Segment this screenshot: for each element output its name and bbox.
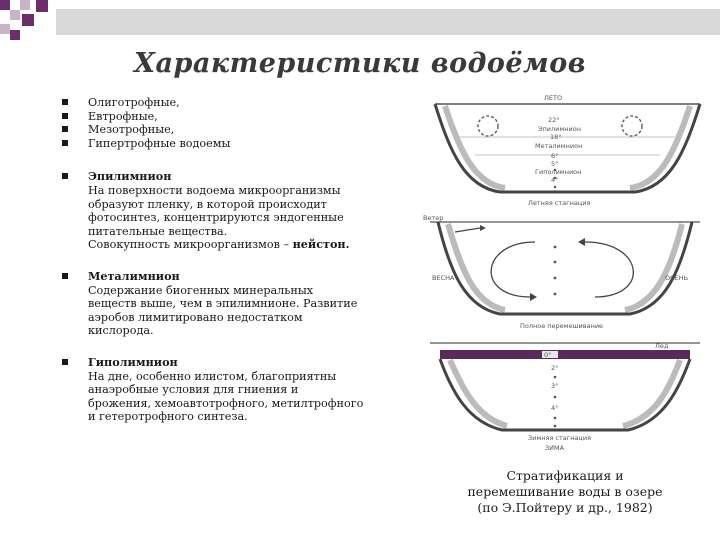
panel-caption: Летняя стагнация [528, 199, 590, 207]
corner-square [0, 0, 10, 10]
mixing-panel: Ветер ВЕСНА ОСЕНЬ Полное перемешивание [423, 214, 700, 330]
temperature-label: 4° [551, 404, 558, 412]
temperature-label: 3° [551, 382, 558, 390]
corner-square [22, 14, 34, 26]
text-line: На поверхности водоема микроорганизмы [88, 183, 341, 197]
bullet-item: Металимнион Содержание биогенных минерал… [60, 268, 405, 338]
figure-caption: Стратификация и перемешивание воды в озе… [440, 468, 690, 516]
bullet-square-icon [62, 272, 68, 279]
corner-square [10, 30, 20, 40]
wind-label: Ветер [423, 214, 443, 222]
summer-panel: ЛЕТО 22° Эпилимнион 18° Металимнион 6° 5… [433, 94, 702, 207]
bullet-square-icon [62, 140, 68, 146]
panel-caption: Полное перемешивание [520, 322, 603, 330]
section-heading: Эпилимнион [88, 169, 172, 184]
temperature-label: 0° [544, 351, 551, 359]
lake-stratification-diagram: ЛЕТО 22° Эпилимнион 18° Металимнион 6° 5… [423, 94, 702, 452]
temperature-label: 4° [551, 176, 558, 184]
temperature-label: 22° [548, 116, 560, 124]
bullet-list: Олиготрофные, Евтрофные, Мезотрофные, Ги… [60, 96, 405, 424]
season-label: ЗИМА [545, 444, 565, 452]
header-bar [56, 9, 720, 35]
bullet-square-icon [62, 173, 68, 180]
text-line: Совокупность микроорганизмов – нейстон. [88, 237, 350, 252]
bullet-square-icon [62, 113, 68, 119]
temperature-label: 2° [551, 364, 558, 372]
section-heading: Металимнион [88, 268, 180, 283]
ice-layer [440, 350, 690, 359]
corner-square [10, 10, 20, 20]
text-line: кислорода. [88, 324, 154, 338]
text-line: и гетеротрофного синтеза. [88, 410, 248, 424]
text-line: Мезотрофные, [88, 123, 175, 137]
bullet-square-icon [62, 126, 68, 132]
text-line: анаэробные условия для гниения и [88, 383, 299, 397]
ice-label: Лед [655, 342, 669, 350]
text-line: веществ выше, чем в эпилимнионе. Развити… [88, 297, 358, 311]
caption-line: Стратификация и [506, 468, 624, 483]
temperature-label: 5° [551, 160, 558, 168]
text-line: На дне, особенно илистом, благоприятны [88, 369, 337, 383]
corner-square [0, 24, 10, 34]
bullet-square-icon [62, 358, 68, 365]
text-line: Содержание биогенных минеральных [88, 283, 314, 297]
bullet-item: Гиполимнион На дне, особенно илистом, бл… [60, 354, 405, 424]
season-label: ОСЕНЬ [665, 274, 688, 282]
season-label: ВЕСНА [432, 274, 455, 282]
bullet-item: Эпилимнион На поверхности водоема микроо… [60, 170, 405, 252]
caption-line: перемешивание воды в озере [467, 484, 663, 499]
neuston-term: нейстон. [292, 237, 350, 252]
bullet-item: Олиготрофные, Евтрофные, Мезотрофные, Ги… [60, 96, 405, 150]
corner-square [36, 0, 48, 12]
text-line: питательные вещества. [88, 224, 228, 238]
text-line: Олиготрофные, [88, 96, 180, 109]
layer-label: Металимнион [535, 142, 582, 150]
text-line: брожения, хемоавтотрофного, метилтрофног… [88, 396, 364, 410]
text-line: аэробов лимитировано недостатком [88, 310, 303, 324]
temperature-label: 18° [550, 133, 562, 141]
caption-line: (по Э.Пойтеру и др., 1982) [477, 500, 653, 515]
text-line: Евтрофные, [88, 109, 158, 123]
layer-label: Эпилимнион [538, 125, 581, 133]
text-line: фотосинтез, концентрируются эндогенные [88, 211, 344, 225]
slide-title: Характеристики водоёмов [134, 48, 586, 79]
temperature-label: 6° [551, 152, 558, 160]
layer-label: Гиполимнион [535, 168, 581, 176]
text-line: Гипертрофные водоемы [88, 136, 231, 150]
panel-caption: Зимняя стагнация [528, 434, 591, 442]
winter-panel: 0° Лед 2° 3° 4° Зимняя стагнация ЗИМА [430, 342, 700, 452]
season-label: ЛЕТО [544, 94, 562, 102]
corner-square [20, 0, 30, 10]
section-heading: Гиполимнион [88, 354, 178, 369]
text-line: образуют пленку, в которой происходит [88, 197, 327, 211]
bullet-square-icon [62, 99, 68, 105]
